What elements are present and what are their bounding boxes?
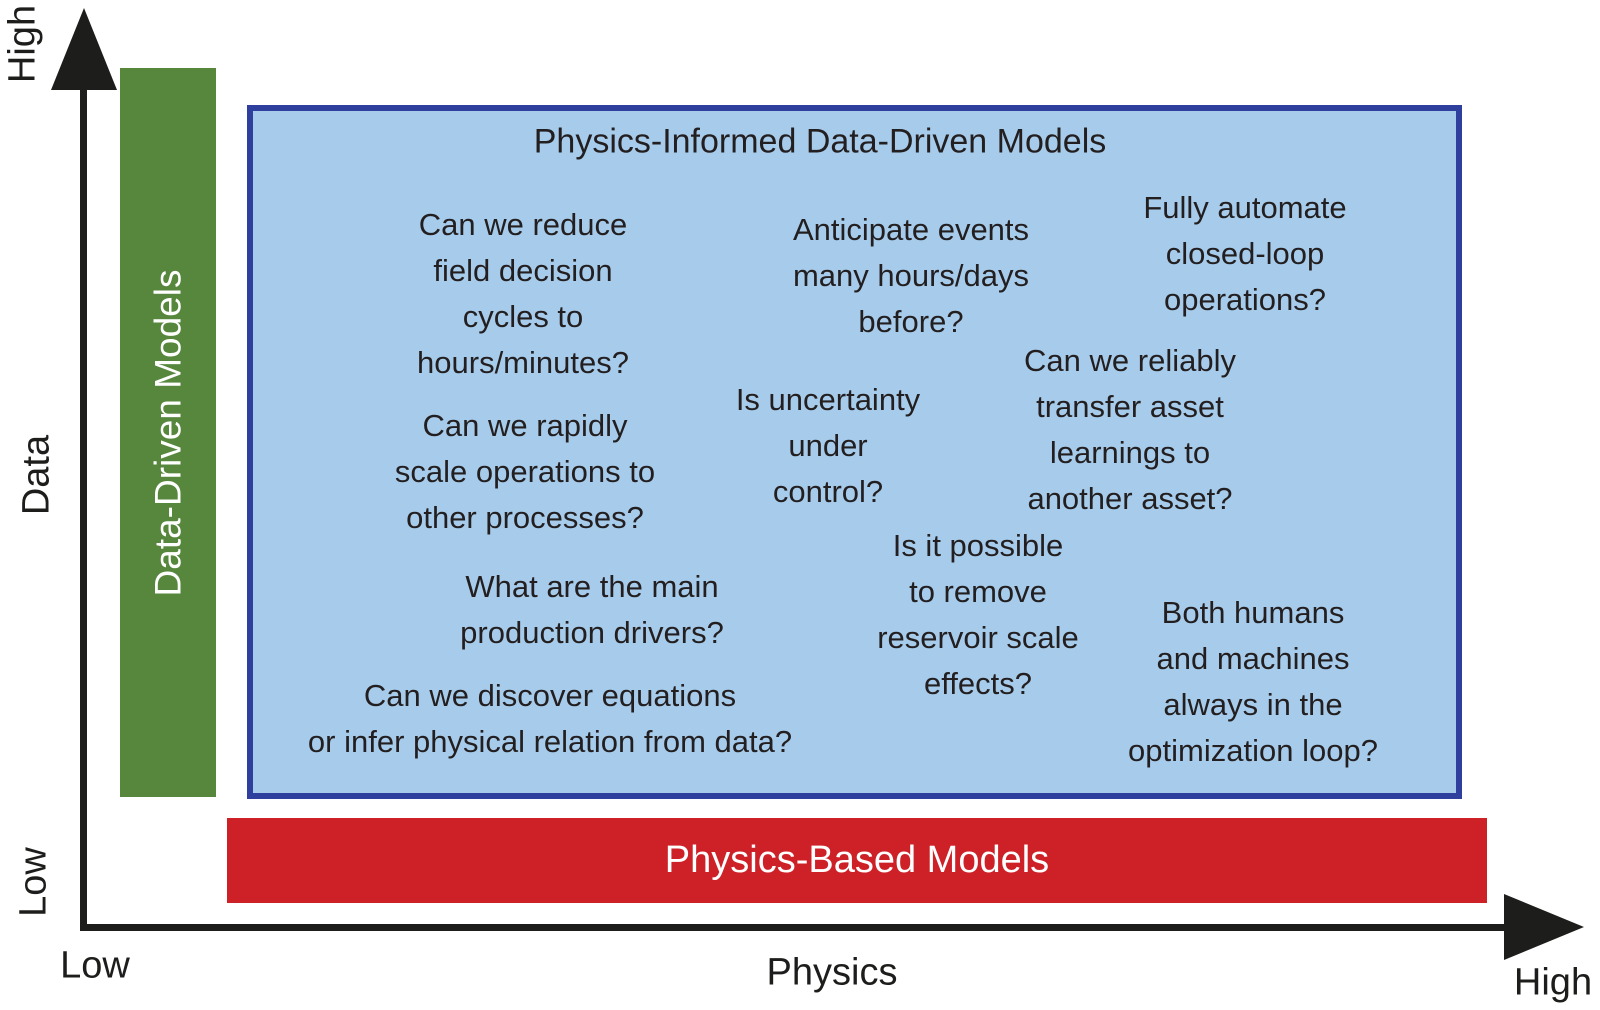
question-production-drivers: What are the main production drivers? [460,569,724,650]
question-humans-machines-loop: Both humans and machines always in the o… [1128,595,1378,768]
question-fully-automate: Fully automate closed-loop operations? [1143,190,1347,317]
x-axis-line [80,924,1512,931]
question-transfer-asset-learnings: Can we reliably transfer asset learnings… [1024,343,1236,516]
y-axis-low-label: Low [12,847,55,917]
y-axis-title: Data [15,434,58,516]
data-driven-models-bar: Data-Driven Models [120,68,216,797]
y-axis-arrowhead-icon [51,8,117,90]
data-driven-models-label: Data-Driven Models [147,269,189,596]
question-uncertainty-control: Is uncertainty under control? [735,382,921,509]
x-axis-title: Physics [766,951,898,994]
x-axis-low-label: Low [60,944,130,987]
physics-informed-box [247,105,1462,799]
question-anticipate-events: Anticipate events many hours/days before… [792,212,1030,339]
question-reduce-field-decision: Can we reduce field decision cycles to h… [417,207,629,380]
physics-informed-box-title: Physics-Informed Data-Driven Models [533,122,1107,161]
x-axis-arrowhead-icon [1504,894,1584,960]
physics-based-models-bar: Physics-Based Models [227,818,1487,903]
physics-based-models-label: Physics-Based Models [664,839,1050,881]
question-rapidly-scale: Can we rapidly scale operations to other… [394,408,656,535]
question-reservoir-scale-effects: Is it possible to remove reservoir scale… [877,528,1079,701]
question-discover-equations: Can we discover equations or infer physi… [307,678,793,759]
y-axis-high-label: High [1,4,44,84]
y-axis-line [80,42,87,931]
x-axis-high-label: High [1513,961,1593,1004]
